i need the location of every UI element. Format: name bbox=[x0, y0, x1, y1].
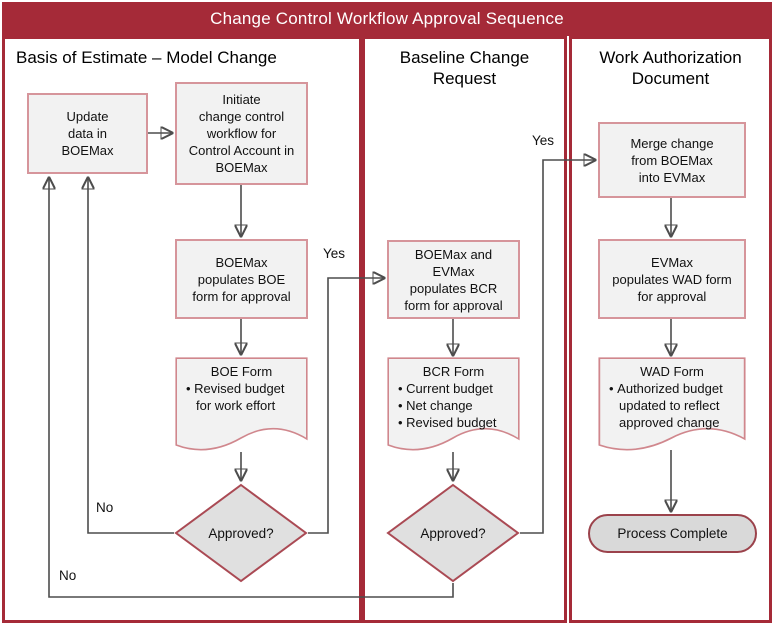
document-bullet: Net change bbox=[393, 397, 514, 414]
column-header-line: Basis of Estimate – Model Change bbox=[16, 48, 277, 67]
node-bcr-form-document: BCR Form Current budget Net change Revis… bbox=[387, 357, 520, 463]
column-header-line: Baseline Change bbox=[399, 48, 530, 67]
edge-label-boe-no: No bbox=[96, 500, 114, 515]
node-merge-change: Merge change from BOEMax into EVMax bbox=[598, 122, 746, 198]
node-populate-bcr: BOEMax and EVMax populates BCR form for … bbox=[387, 240, 520, 319]
column-header-baseline-change-request: Baseline Change Request bbox=[362, 47, 567, 89]
node-wad-form-document: WAD Form Authorized budget updated to re… bbox=[598, 357, 746, 463]
edge-bcr-approved-no bbox=[49, 178, 454, 598]
document-bullet: Current budget bbox=[393, 380, 514, 397]
node-text-line: from BOEMax bbox=[631, 152, 713, 168]
diamond-shape bbox=[386, 483, 520, 583]
node-text-line: change control bbox=[198, 109, 285, 124]
node-text-line: populates BOE bbox=[197, 271, 286, 287]
document-bullet: Revised budget bbox=[393, 414, 514, 431]
decision-boe-approved: Approved? bbox=[174, 483, 308, 583]
decision-bcr-approved: Approved? bbox=[386, 483, 520, 583]
diamond-shape bbox=[174, 483, 308, 583]
column-header-line: Document bbox=[631, 69, 710, 88]
document-title: BCR Form bbox=[422, 364, 485, 379]
column-frame-work-authorization bbox=[569, 36, 772, 623]
document-title: WAD Form bbox=[640, 364, 704, 379]
column-header-work-authorization: Work Authorization Document bbox=[569, 47, 772, 89]
edge-label-bcr-no: No bbox=[59, 568, 77, 583]
node-text-line: Merge change bbox=[630, 135, 714, 151]
decision-label: Approved? bbox=[420, 525, 486, 541]
node-populate-wad: EVMax populates WAD form for approval bbox=[598, 239, 746, 319]
node-initiate-workflow: Initiate change control workflow for Con… bbox=[175, 82, 308, 185]
node-text-line: populates WAD form bbox=[612, 271, 732, 287]
node-text-line: into EVMax bbox=[638, 169, 706, 185]
document-title: BOE Form bbox=[210, 364, 273, 379]
node-text-line: populates BCR bbox=[409, 280, 498, 296]
node-boe-form-document: BOE Form Revised budget for work effort bbox=[175, 357, 308, 463]
edge-label-bcr-yes: Yes bbox=[532, 133, 555, 148]
edge-bcr-approved-yes bbox=[520, 160, 595, 534]
decision-label: Approved? bbox=[208, 525, 274, 541]
column-header-basis-of-estimate: Basis of Estimate – Model Change bbox=[16, 47, 351, 68]
terminator-label: Process Complete bbox=[617, 526, 728, 541]
column-header-line: Work Authorization bbox=[599, 48, 742, 67]
column-frame-basis-of-estimate bbox=[2, 36, 362, 623]
node-text-line: workflow for bbox=[206, 126, 277, 141]
node-text-line: for approval bbox=[637, 288, 707, 304]
diagram-title: Change Control Workflow Approval Sequenc… bbox=[2, 2, 772, 36]
node-update-data: Update data in BOEMax bbox=[27, 93, 148, 174]
node-text-line: Update bbox=[66, 109, 109, 124]
column-frame-baseline-change-request bbox=[362, 36, 567, 623]
node-text-line: BOEMax bbox=[215, 160, 268, 175]
document-bullet: Revised budget for work effort bbox=[181, 380, 302, 414]
node-text-line: data in bbox=[67, 126, 108, 141]
node-populate-boe: BOEMax populates BOE form for approval bbox=[175, 239, 308, 319]
node-text-line: EVMax bbox=[651, 254, 693, 270]
node-text-line: Initiate bbox=[222, 92, 261, 107]
node-text-line: BOEMax bbox=[215, 254, 268, 270]
node-text-line: Control Account in bbox=[188, 143, 295, 158]
terminator-process-complete: Process Complete bbox=[588, 514, 757, 553]
column-header-line: Request bbox=[432, 69, 497, 88]
node-text-line: BOEMax and bbox=[414, 246, 493, 262]
document-bullet: Authorized budget updated to reflect app… bbox=[604, 380, 740, 431]
node-text-line: form for approval bbox=[404, 297, 503, 313]
edge-label-boe-yes: Yes bbox=[323, 246, 346, 261]
edge-boe-approved-yes bbox=[308, 278, 384, 534]
node-text-line: EVMax bbox=[432, 263, 475, 279]
node-text-line: BOEMax bbox=[61, 143, 114, 158]
node-text-line: form for approval bbox=[192, 288, 291, 304]
edge-boe-approved-no bbox=[88, 178, 174, 534]
